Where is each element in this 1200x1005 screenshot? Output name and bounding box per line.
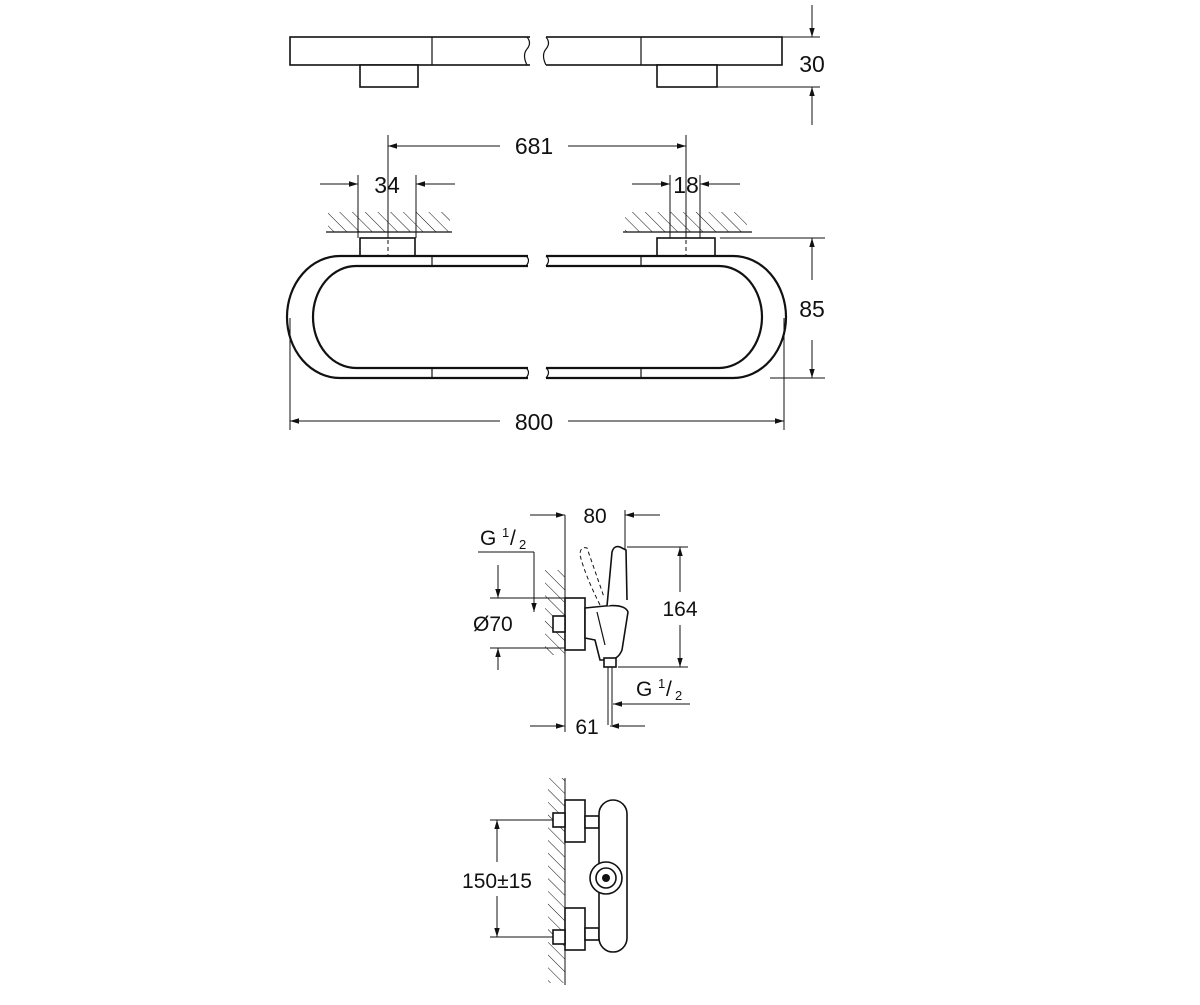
- dim-150-label: 150±15: [462, 870, 532, 893]
- outlet-nut: [603, 657, 617, 668]
- escutcheon-top-front: [564, 799, 586, 843]
- wall-hatch-side: [545, 570, 565, 655]
- dim-18-label: 18: [673, 172, 699, 198]
- conn-top-slash: /: [510, 527, 516, 550]
- towel-rail-front-view: 681 34 18: [285, 133, 825, 435]
- conn-top-num: 1: [502, 525, 509, 540]
- inlet-bottom-front: [552, 929, 566, 945]
- conn-bottom-g-label: G: [636, 678, 652, 701]
- conn-bottom-num: 1: [658, 676, 665, 691]
- escutcheon-bottom-front: [564, 907, 586, 951]
- conn-bottom-den: 2: [675, 688, 682, 703]
- mixer-front-view: 150±15: [462, 778, 628, 985]
- lever-handle: [606, 545, 628, 607]
- rail-top-mount-right: [656, 64, 718, 88]
- conn-top-g-label: G: [480, 527, 496, 550]
- escutcheon-side: [564, 597, 586, 651]
- dim-164-label: 164: [662, 598, 697, 621]
- lever-cap-center: [602, 874, 610, 882]
- dim-diameter-label: Ø70: [473, 613, 513, 636]
- conn-top-den: 2: [519, 537, 526, 552]
- mixer-body-side: [584, 604, 629, 661]
- wall-hatch-left: [328, 212, 450, 232]
- lever-alt-position: [579, 547, 605, 606]
- mixer-side-view: 80 G 1 / 2 164 Ø70 G 1 / 2: [473, 505, 698, 739]
- dim-800-label: 800: [515, 409, 553, 435]
- towel-rail-top-view: 30: [289, 5, 825, 125]
- dim-30-label: 30: [799, 51, 825, 77]
- rail-loop-outer: [285, 254, 788, 380]
- inlet-pipe-side: [552, 615, 566, 633]
- inlet-top-front: [552, 812, 566, 828]
- dim-34-label: 34: [374, 172, 400, 198]
- dim-80-label: 80: [583, 505, 606, 528]
- rail-top-mount-left: [359, 64, 419, 88]
- rail-loop-inner: [311, 264, 764, 370]
- dim-61-label: 61: [575, 716, 598, 739]
- conn-bottom-slash: /: [666, 678, 672, 701]
- dim-85-label: 85: [799, 296, 825, 322]
- dim-681-label: 681: [515, 133, 553, 159]
- wall-hatch-front: [548, 778, 565, 983]
